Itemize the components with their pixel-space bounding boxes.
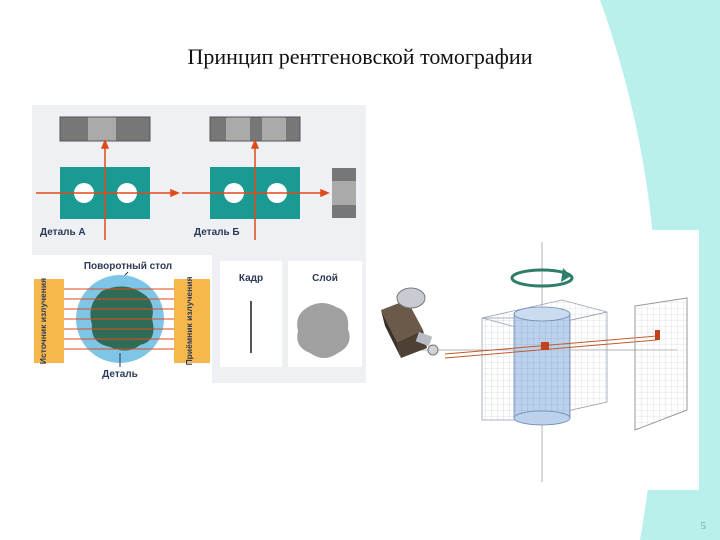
detector-strip-side [332,168,356,218]
slide-title: Принцип рентгеновской томографии [187,44,533,69]
label-frame: Кадр [239,273,263,284]
label-turntable: Поворотный стол [84,261,172,272]
beam-rays [444,335,658,359]
detector-strip-a [59,116,151,142]
receiver-block [174,279,210,363]
cylinder-sample [513,306,571,426]
source-block [34,279,64,363]
ct-principle-diagram: Деталь А Деталь Б Поворотный стол Источн… [32,105,366,383]
detector-screen [634,297,688,431]
layer-slice-shape [297,303,350,358]
label-receiver: Приёмник излучения [184,277,194,366]
page-number: 5 [700,520,707,532]
voxel-marker [541,342,549,350]
rotation-arrow-icon [510,268,574,288]
xray-source-icon [381,287,439,358]
x-ray-arrows [36,139,330,240]
detail-blob [90,286,154,351]
label-detail: Деталь [102,369,138,380]
label-source: Источник излучения [38,278,48,364]
ct-3d-setup-illustration [377,230,699,490]
label-detail-b: Деталь Б [194,227,240,238]
label-layer: Слой [312,273,338,284]
detector-strip-b [209,116,301,142]
label-detail-a: Деталь А [40,227,86,238]
scan-rays [64,288,174,350]
